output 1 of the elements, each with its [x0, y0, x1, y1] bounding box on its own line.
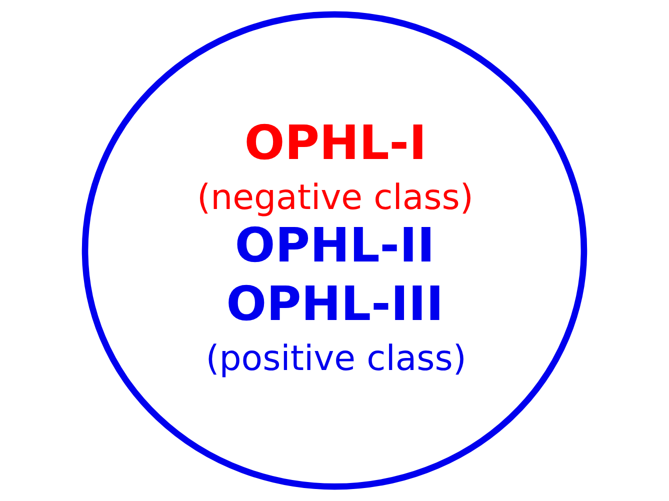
node-circle: OPHL-I (negative class) OPHL-II OPHL-III (positive class) — [82, 11, 588, 490]
